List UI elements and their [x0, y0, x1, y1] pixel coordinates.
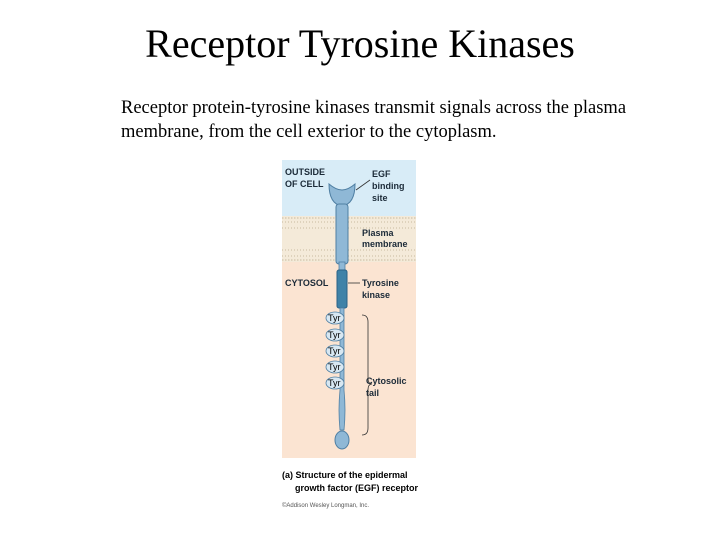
tyr-label-5: Tyr: [328, 378, 341, 388]
tyr-label-2: Tyr: [328, 330, 341, 340]
outside-of-cell-label-2: OF CELL: [285, 179, 324, 189]
outside-of-cell-label: OUTSIDE: [285, 167, 325, 177]
tail-end-knob: [334, 430, 350, 450]
kinase-label-2: kinase: [362, 290, 390, 300]
egf-leader-line: [355, 179, 371, 191]
copyright-text: ©Addison Wesley Longman, Inc.: [282, 502, 369, 509]
egf-label-3: site: [372, 193, 388, 203]
egf-binding-site-shape: [328, 182, 356, 207]
tail-label-2: tail: [366, 388, 379, 398]
egf-receptor-figure: Tyr Tyr Tyr Tyr Tyr OUTSIDE OF CELL EGF …: [278, 160, 448, 520]
cytosolic-tail-bracket: [361, 314, 373, 436]
plasma-membrane-region: [282, 216, 416, 262]
caption-line-2: growth factor (EGF) receptor: [295, 483, 419, 493]
cytosol-region: [282, 262, 416, 458]
cytosol-label: CYTOSOL: [285, 278, 329, 288]
tyr-label-4: Tyr: [328, 362, 341, 372]
slide-title: Receptor Tyrosine Kinases: [145, 21, 575, 66]
membrane-label-1: Plasma: [362, 228, 395, 238]
transmembrane-segment: [338, 261, 346, 271]
membrane-label-2: membrane: [362, 239, 408, 249]
tyr-label-1: Tyr: [328, 313, 341, 323]
tyrosine-kinase-domain: [336, 269, 348, 309]
tail-label-1: Cytosolic: [366, 376, 407, 386]
lipid-bilayer: [282, 217, 416, 261]
caption-line-1: (a) Structure of the epidermal: [282, 470, 408, 480]
slide-body-text: Receptor protein-tyrosine kinases transm…: [121, 98, 627, 142]
tyr-residue-group: Tyr Tyr Tyr Tyr Tyr: [325, 311, 345, 390]
receptor-extracellular-domain: [335, 203, 349, 265]
tyr-label-3: Tyr: [328, 346, 341, 356]
egf-label-2: binding: [372, 181, 405, 191]
egf-label-1: EGF: [372, 169, 391, 179]
kinase-label-1: Tyrosine: [362, 278, 399, 288]
